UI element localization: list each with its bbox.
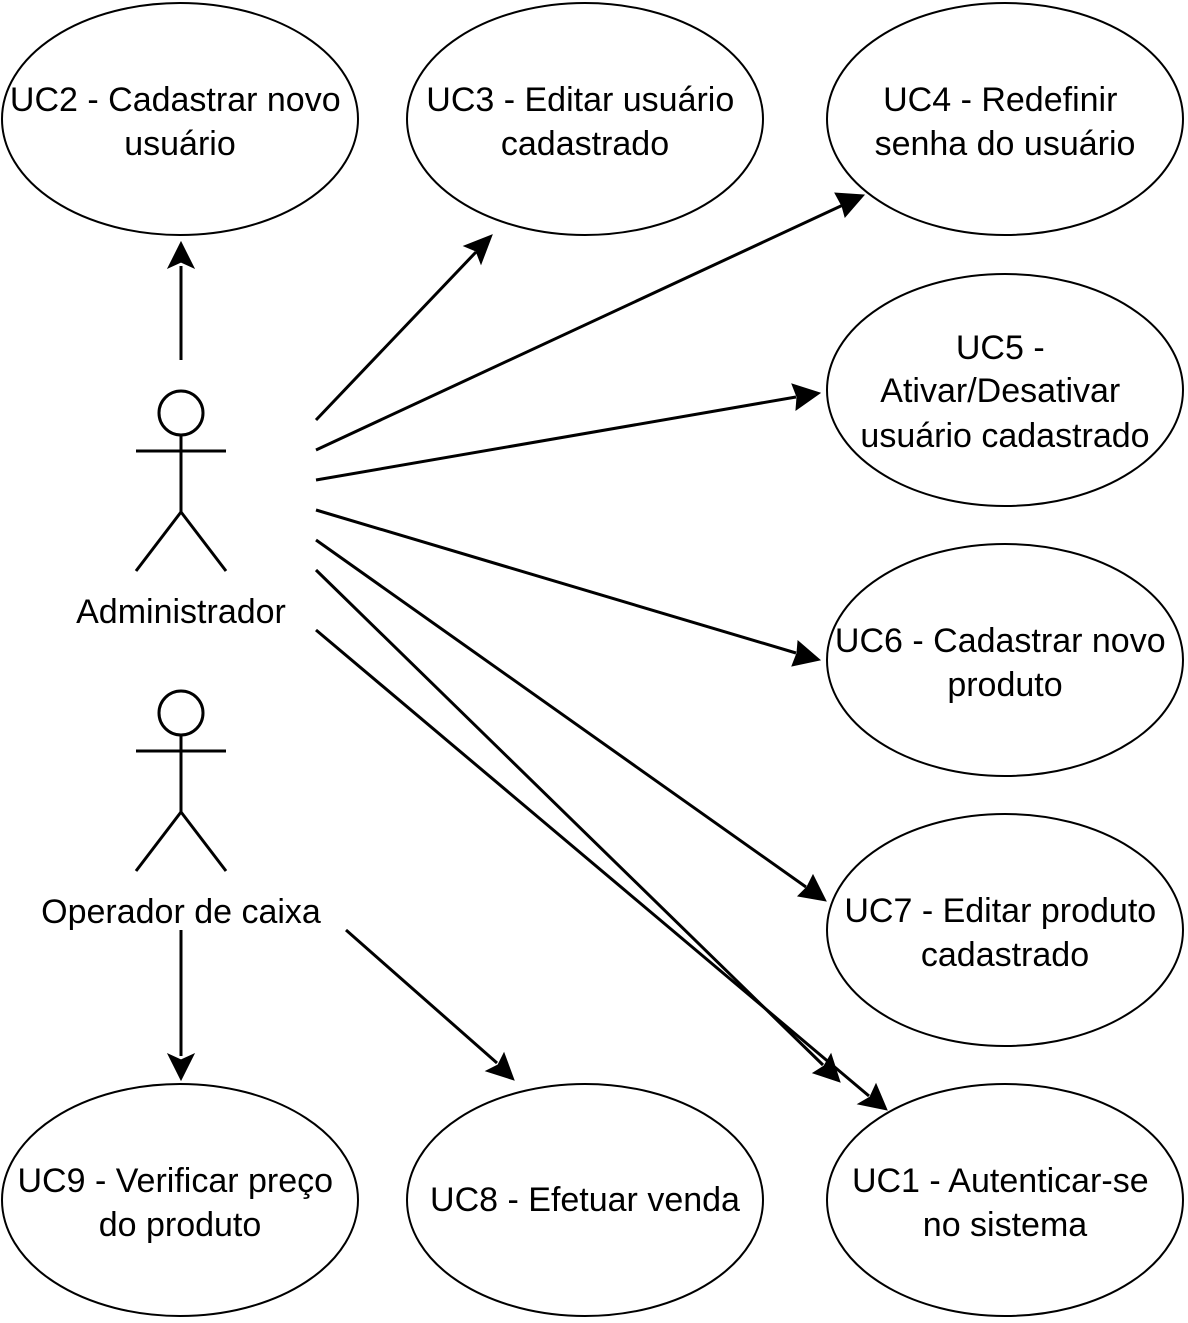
association-administrador-uc2[interactable] (166, 240, 196, 360)
use-case-uc2-label: UC2 - Cadastrar novo usuário (10, 81, 350, 163)
use-case-uc9[interactable]: UC9 - Verificar preço do produto (1, 1083, 359, 1317)
use-case-uc1-label: UC1 - Autenticar-se no sistema (852, 1162, 1158, 1244)
actor-operador-de-caixa-label: Operador de caixa (41, 893, 321, 931)
use-case-uc5[interactable]: UC5 - Ativar/Desativar usuário cadastrad… (826, 273, 1184, 507)
use-case-uc7-label: UC7 - Editar produto cadastrado (844, 892, 1165, 974)
association-administrador-uc6[interactable] (315, 508, 822, 667)
association-operador-uc8[interactable] (345, 928, 515, 1081)
use-case-uc8-label: UC8 - Efetuar venda (430, 1181, 740, 1219)
use-case-uc4[interactable]: UC4 - Redefinir senha do usuário (826, 2, 1184, 236)
actor-operador-de-caixa[interactable]: Operador de caixa (41, 689, 321, 931)
use-case-uc3-label: UC3 - Editar usuário cadastrado (426, 81, 743, 163)
associations (166, 192, 888, 1111)
use-case-uc4-label: UC4 - Redefinir senha do usuário (875, 81, 1136, 163)
association-administrador-uc1-b[interactable] (315, 628, 888, 1111)
use-case-uc2[interactable]: UC2 - Cadastrar novo usuário (1, 2, 359, 236)
actor-administrador[interactable]: Administrador (76, 389, 286, 631)
use-case-uc5-label: UC5 - Ativar/Desativar usuário cadastrad… (860, 329, 1149, 455)
association-administrador-uc7[interactable] (315, 538, 827, 902)
actor-administrador-label: Administrador (76, 593, 286, 631)
use-case-uc9-label: UC9 - Verificar preço do produto (18, 1162, 343, 1244)
stick-figure-icon (134, 389, 228, 572)
association-administrador-uc1[interactable] (314, 568, 841, 1083)
use-case-uc8[interactable]: UC8 - Efetuar venda (406, 1083, 764, 1317)
association-administrador-uc5[interactable] (315, 383, 822, 482)
association-administrador-uc4[interactable] (315, 192, 866, 452)
association-operador-uc9[interactable] (166, 930, 196, 1082)
use-case-uc6[interactable]: UC6 - Cadastrar novo produto (826, 543, 1184, 777)
stick-figure-icon (134, 689, 228, 872)
use-case-uc7[interactable]: UC7 - Editar produto cadastrado (826, 813, 1184, 1047)
use-case-uc1[interactable]: UC1 - Autenticar-se no sistema (826, 1083, 1184, 1317)
association-administrador-uc3[interactable] (314, 234, 493, 422)
use-case-uc3[interactable]: UC3 - Editar usuário cadastrado (406, 2, 764, 236)
use-case-uc6-label: UC6 - Cadastrar novo produto (835, 622, 1175, 704)
